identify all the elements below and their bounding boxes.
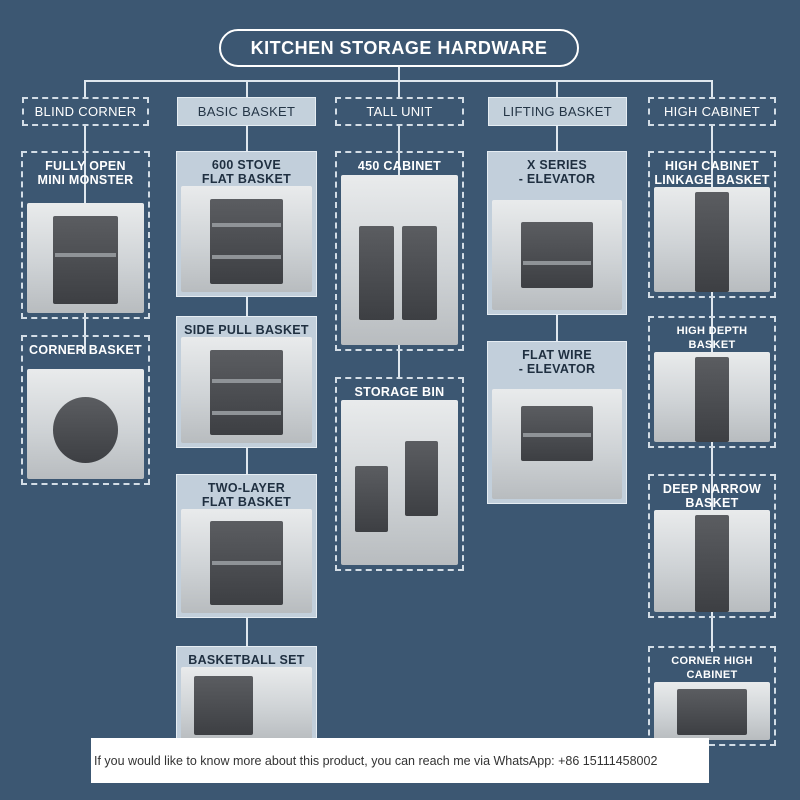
item-600-stove-flat-basket: 600 STOVE FLAT BASKET	[176, 151, 317, 297]
item-label: BASKETBALL SET	[188, 653, 305, 667]
item-high-depth-basket: HIGH DEPTH BASKET	[648, 316, 776, 448]
item-corner-basket: CORNER BASKET	[21, 335, 150, 485]
item-side-pull-basket: SIDE PULL BASKET	[176, 316, 317, 448]
product-photo	[181, 509, 312, 613]
drop-tall-unit	[398, 80, 400, 97]
item-corner-high-cabinet: CORNER HIGH CABINET	[648, 646, 776, 746]
product-photo	[654, 682, 770, 740]
item-flat-wire-elevator: FLAT WIRE - ELEVATOR	[487, 341, 627, 504]
item-two-layer-flat-basket: TWO-LAYER FLAT BASKET	[176, 474, 317, 618]
drop-blind-corner	[84, 80, 86, 97]
item-label: TWO-LAYER FLAT BASKET	[201, 481, 292, 509]
product-photo	[181, 186, 312, 292]
item-label: SIDE PULL BASKET	[184, 323, 309, 337]
item-label: STORAGE BIN	[354, 385, 445, 399]
product-photo	[654, 352, 770, 442]
item-deep-narrow-basket: DEEP NARROW BASKET	[648, 474, 776, 618]
drop-high-cabinet	[711, 80, 713, 97]
item-label: DEEP NARROW BASKET	[662, 482, 762, 510]
product-photo	[654, 187, 770, 292]
drop-lifting-basket	[556, 80, 558, 97]
category-high-cabinet: HIGH CABINET	[648, 97, 776, 126]
item-fully-open-mini-monster: FULLY OPEN MINI MONSTER	[21, 151, 150, 319]
category-blind-corner: BLIND CORNER	[22, 97, 149, 126]
chart-title: KITCHEN STORAGE HARDWARE	[219, 29, 579, 67]
product-photo	[27, 203, 144, 313]
item-label: 600 STOVE FLAT BASKET	[201, 158, 292, 186]
product-photo	[654, 510, 770, 612]
item-label: HIGH CABINET LINKAGE BASKET	[654, 159, 770, 187]
item-high-cabinet-linkage-basket: HIGH CABINET LINKAGE BASKET	[648, 151, 776, 298]
item-label: 450 CABINET	[357, 159, 442, 173]
category-basic-basket: BASIC BASKET	[177, 97, 316, 126]
title-stem	[398, 67, 400, 81]
product-photo	[341, 400, 458, 565]
item-label: FULLY OPEN MINI MONSTER	[37, 159, 134, 187]
product-photo	[492, 389, 622, 499]
product-photo	[492, 200, 622, 310]
product-photo	[181, 667, 312, 741]
product-photo	[181, 337, 312, 443]
item-basketball-set: BASKETBALL SET	[176, 646, 317, 746]
item-label: X SERIES - ELEVATOR	[518, 158, 596, 186]
item-x-series-elevator: X SERIES - ELEVATOR	[487, 151, 627, 315]
product-photo	[341, 175, 458, 345]
item-450-cabinet: 450 CABINET	[335, 151, 464, 351]
contact-footer: If you would like to know more about thi…	[91, 738, 709, 783]
item-label: CORNER BASKET	[29, 343, 142, 357]
item-label: CORNER HIGH CABINET	[671, 655, 753, 681]
category-tall-unit: TALL UNIT	[335, 97, 464, 126]
category-lifting-basket: LIFTING BASKET	[488, 97, 627, 126]
item-label: FLAT WIRE - ELEVATOR	[518, 348, 596, 376]
product-photo	[27, 369, 144, 479]
item-label: HIGH DEPTH BASKET	[676, 325, 748, 351]
item-storage-bin: STORAGE BIN	[335, 377, 464, 571]
drop-basic-basket	[246, 80, 248, 97]
